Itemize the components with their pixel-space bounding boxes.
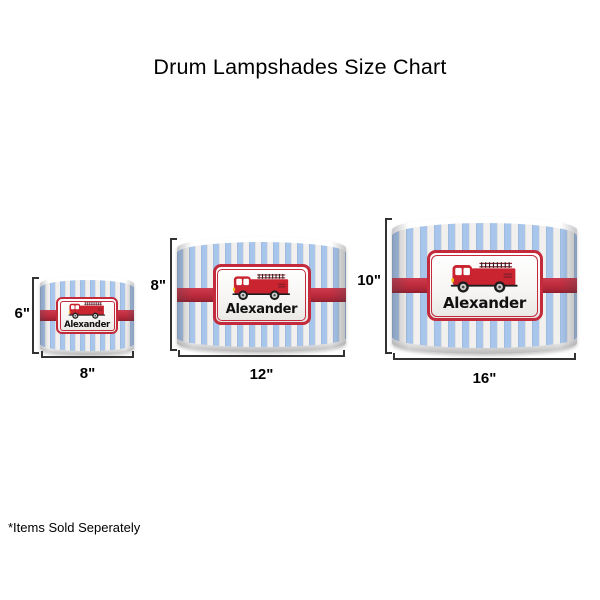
height-dimension-line-medium [170,238,177,351]
height-dimension-line-small [32,277,39,354]
width-dimension-line-large [393,353,576,360]
lampshade-medium: Alexander [177,237,346,352]
lampshade-small: Alexander [40,276,134,355]
fire-truck-icon [67,301,107,320]
page-title: Drum Lampshades Size Chart [153,55,447,79]
height-dimension-line-large [385,218,392,354]
personalized-name: Alexander [225,302,298,318]
width-dimension-line-small [41,351,134,358]
lampshade-large: Alexander [392,217,577,354]
personalized-name: Alexander [442,293,526,312]
height-label-medium: 8" [150,277,166,294]
lampshade-large-name-plate: Alexander [426,250,543,321]
lampshade-small-name-plate: Alexander [56,297,118,334]
lampshade-medium-name-plate: Alexander [212,264,311,325]
height-label-small: 6" [14,305,30,322]
personalized-name: Alexander [64,320,110,331]
height-label-large: 10" [357,272,381,289]
width-label-medium: 12" [249,366,274,383]
fire-truck-icon [230,272,293,302]
items-sold-separately-note: *Items Sold Seperately [8,520,141,535]
width-dimension-line-medium [178,350,345,357]
width-label-small: 8" [79,365,96,382]
width-label-large: 16" [472,370,497,387]
fire-truck-icon [448,260,521,295]
